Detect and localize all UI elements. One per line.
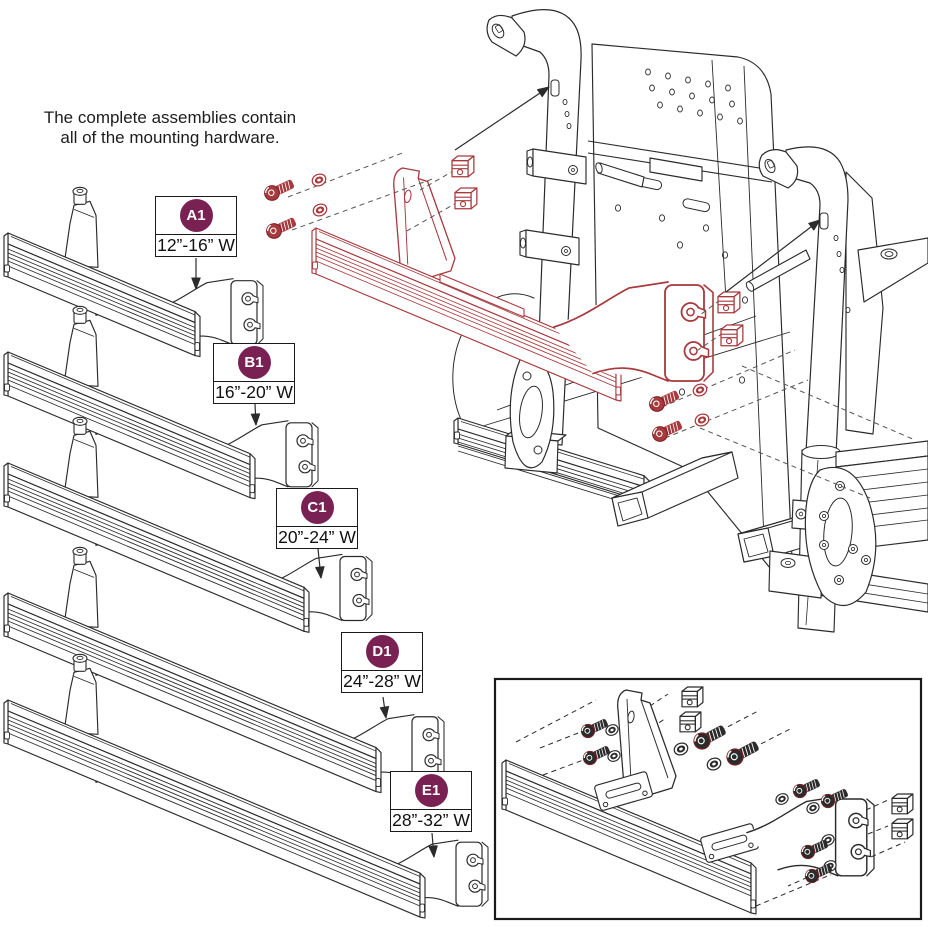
hardware-note-line1: The complete assemblies contain [43, 108, 297, 127]
assembly-label-box-a1: A1 12”-16” W [155, 196, 237, 257]
inset-rail [501, 759, 757, 915]
assembly-a1-drawing [3, 186, 264, 358]
inset-screw-7 [800, 840, 828, 860]
pointer-arrows [454, 86, 821, 293]
inset-washer-6 [806, 802, 820, 814]
hardware-note-line2: all of the mounting hardware. [60, 127, 280, 147]
inset-hook-bracket [617, 689, 677, 797]
inset-detail-box [493, 677, 923, 921]
inset-washer-4 [706, 757, 722, 771]
inset-screw-5 [792, 779, 820, 799]
inset-clamp-nut-2 [679, 711, 702, 733]
highlight-screw-2 [266, 217, 297, 239]
assembly-badge-b1: B1 [237, 346, 271, 379]
hardware-note: The complete assemblies contain all of t… [16, 108, 324, 147]
inset-clamp-nut-4 [891, 818, 914, 840]
highlight-end-bracket [553, 281, 714, 382]
inset-screw-1 [580, 719, 608, 739]
assembly-size-e1: 28”-32” W [392, 810, 470, 830]
inset-screw-4 [726, 741, 759, 766]
label-arrows [191, 258, 438, 858]
assembly-d1-drawing [3, 546, 445, 794]
width-assemblies [3, 186, 489, 919]
assembly-badge-e1: E1 [414, 774, 448, 807]
assembly-label-box-c1: C1 20”-24” W [276, 488, 358, 549]
assembly-c1-drawing-rail [3, 462, 310, 633]
assembly-a1-drawing-rail [3, 232, 201, 358]
inset-washer-3 [673, 742, 689, 756]
assembly-b1-drawing-rail [3, 351, 256, 500]
highlight-washer-3 [692, 383, 708, 397]
assembly-e1-drawing [3, 653, 489, 919]
assembly-badge-c1: C1 [300, 491, 334, 524]
inset-screw-6 [820, 789, 848, 809]
inset-slot-plate-1 [594, 771, 653, 811]
inset-washer-5 [775, 793, 789, 805]
assembly-c1-drawing [3, 416, 373, 633]
inset-screw-2 [582, 746, 610, 766]
assembly-label-box-d1: D1 24”-28” W [341, 632, 423, 693]
wheelchair-frame [452, 9, 928, 633]
inset-screw-8 [804, 864, 832, 884]
highlight-screw-3 [649, 390, 680, 412]
highlight-hook-bracket [393, 167, 456, 281]
highlight-clamp-nut-4 [720, 324, 744, 347]
assembly-size-c1: 20”-24” W [278, 527, 356, 547]
highlight-washer-4 [694, 413, 710, 427]
assembly-b1-drawing [3, 305, 319, 500]
inset-end-bracket [746, 795, 875, 877]
highlight-clamp-nut-2 [454, 187, 478, 210]
inset-clamp-nut-3 [891, 793, 914, 815]
highlight-washer-1 [311, 173, 327, 187]
inset-slot-plate-2 [700, 823, 759, 863]
assembly-label-box-e1: E1 28”-32” W [390, 771, 472, 832]
assembly-size-a1: 12”-16” W [157, 235, 235, 255]
highlight-washer-2 [312, 203, 328, 217]
highlight-clamp-nut-1 [451, 155, 475, 178]
highlight-screw-4 [652, 420, 683, 442]
assembly-size-b1: 16”-20” W [215, 382, 293, 402]
highlighted-crossbar-assembly [264, 151, 916, 499]
assembly-badge-d1: D1 [365, 635, 399, 668]
assembly-badge-a1: A1 [179, 199, 213, 232]
highlight-screw-1 [264, 179, 295, 201]
highlight-clamp-nut-3 [717, 291, 741, 314]
inset-screw-3 [693, 725, 726, 750]
inset-clamp-nut-1 [681, 686, 704, 708]
assembly-e1-drawing-rail [3, 699, 426, 919]
assembly-size-d1: 24”-28” W [343, 671, 421, 691]
assembly-d1-drawing-rail [3, 592, 382, 794]
assembly-label-box-b1: B1 16”-20” W [213, 343, 295, 404]
inset-washer-2 [607, 750, 621, 762]
inset-washer-1 [605, 724, 619, 736]
